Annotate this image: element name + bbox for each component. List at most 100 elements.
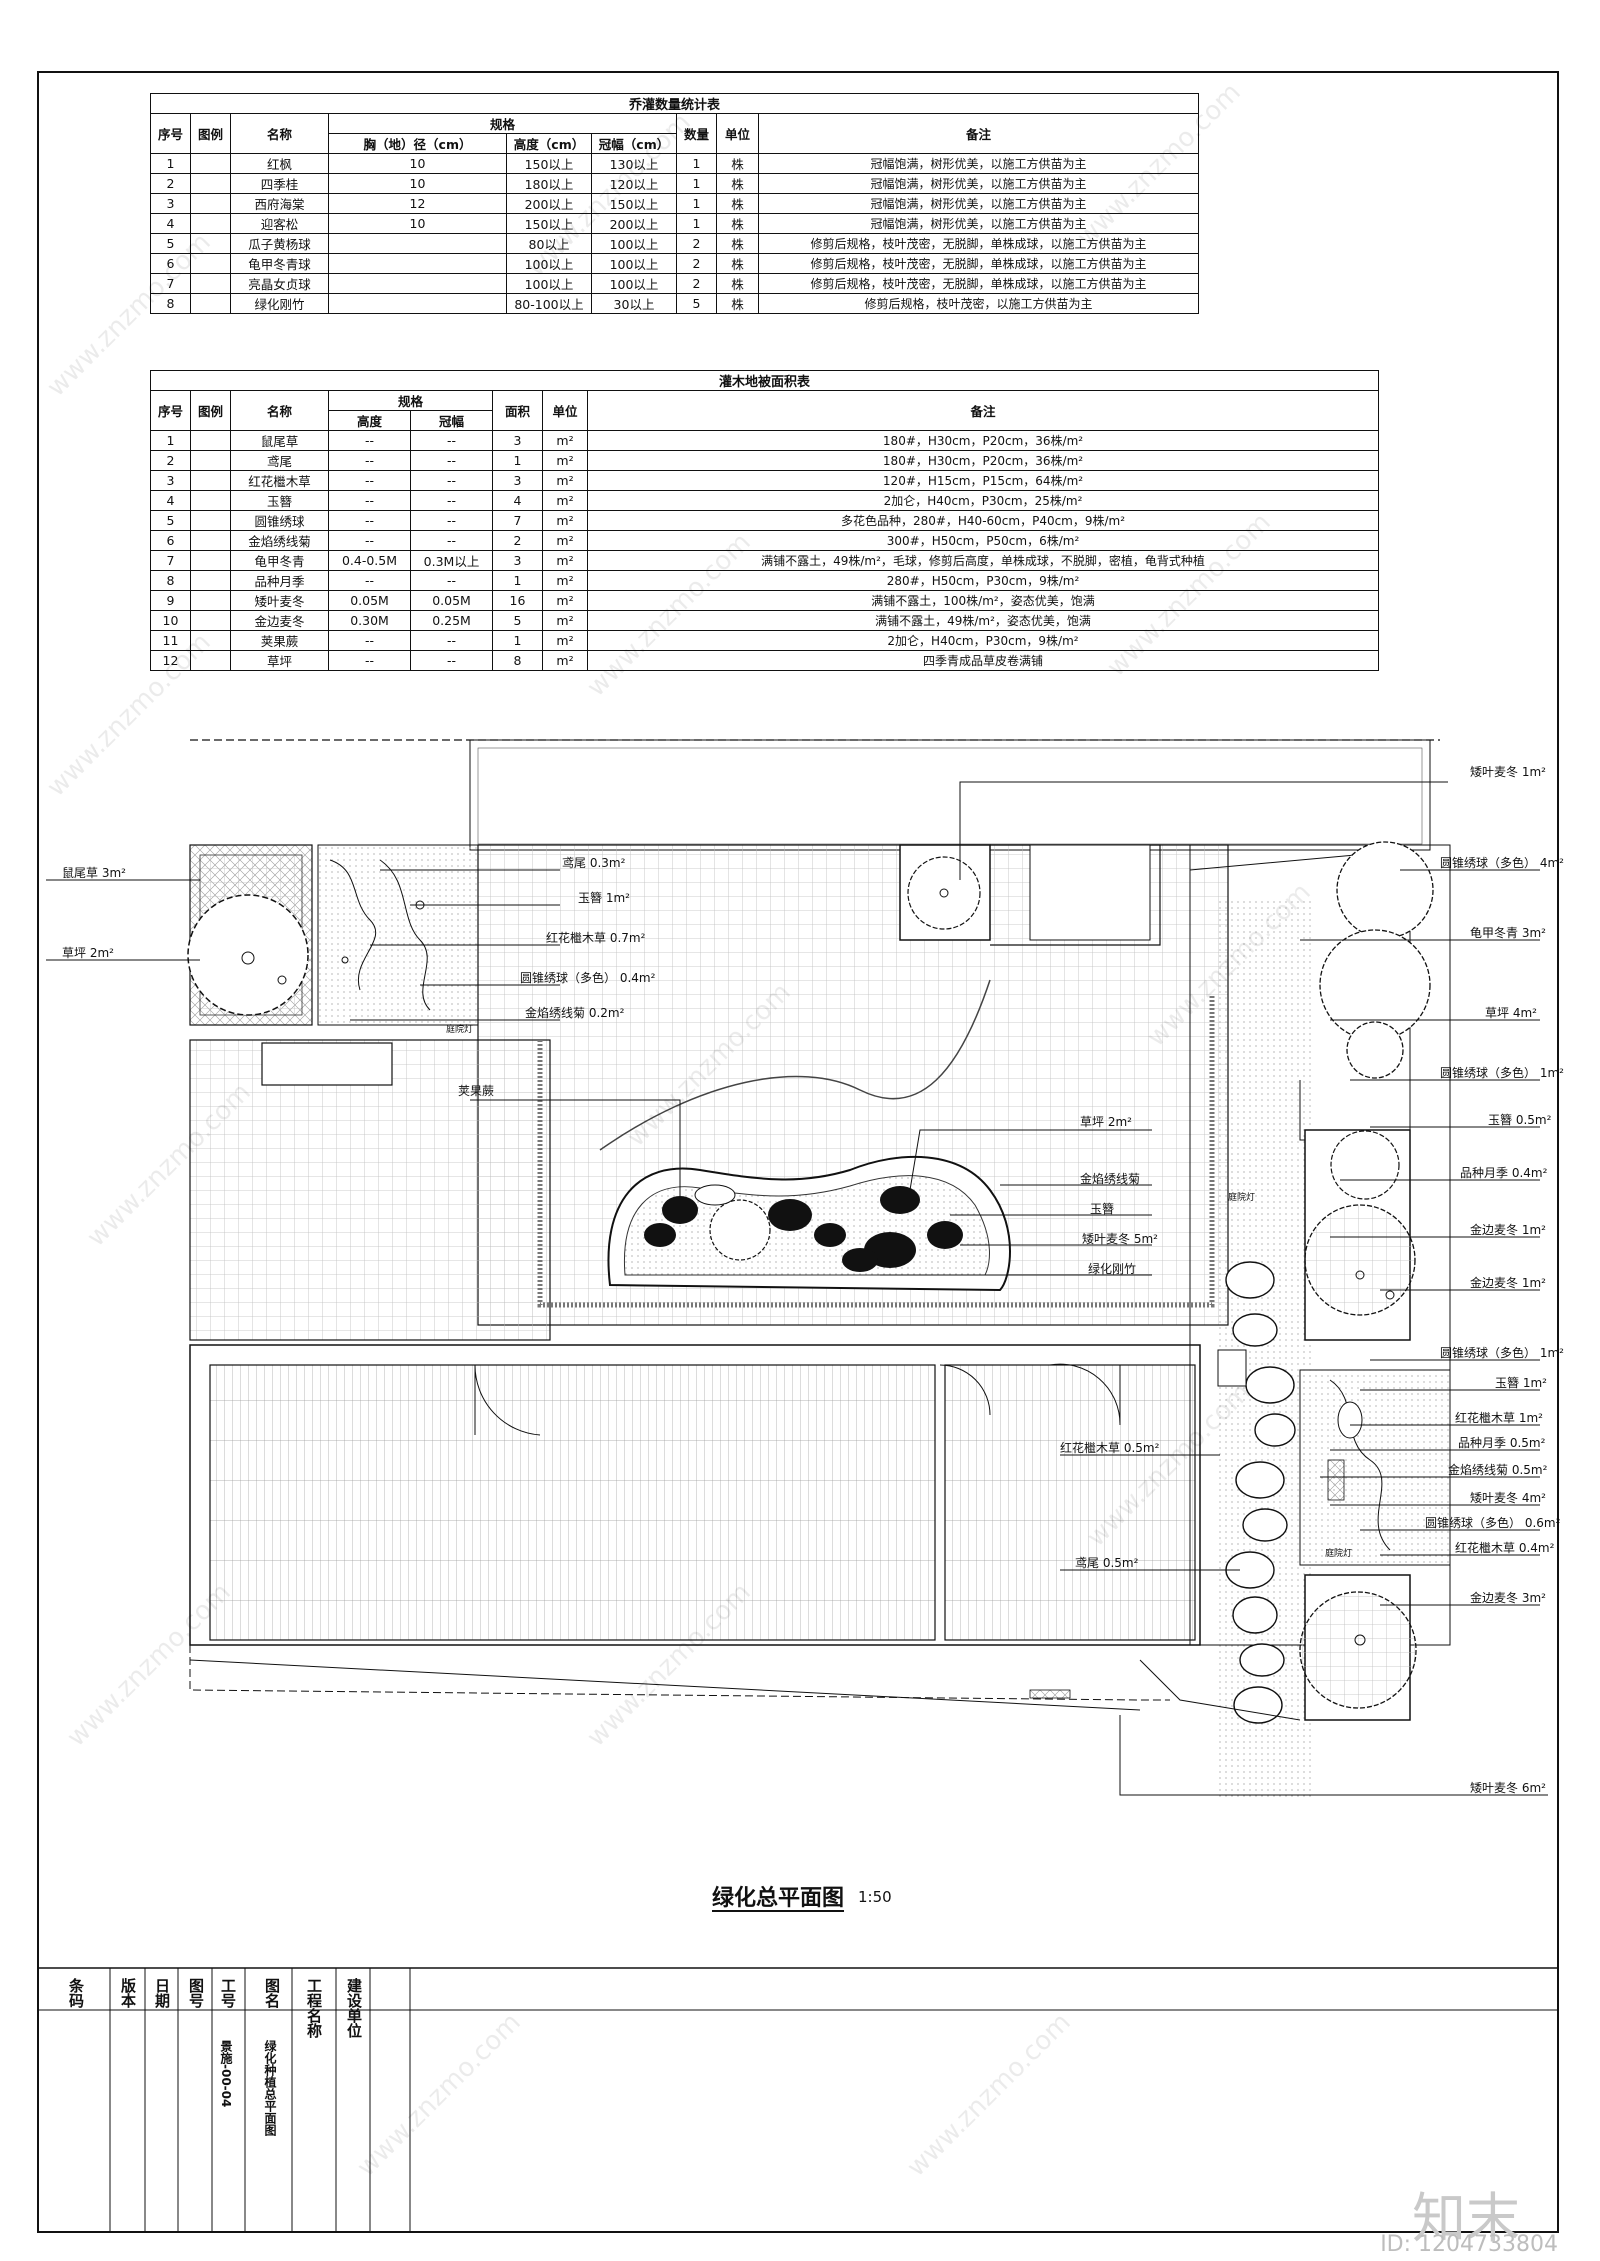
cell-unit: 株 xyxy=(716,293,759,314)
cell-name: 鼠尾草 xyxy=(230,430,329,451)
lamp-label: 庭院灯 xyxy=(1228,1193,1256,1203)
cell-name: 红花檵木草 xyxy=(230,470,329,491)
plan-label: 荚果蕨 xyxy=(458,1084,495,1098)
plan-label: 金边麦冬 3m² xyxy=(1470,1591,1546,1605)
cell-name: 迎客松 xyxy=(230,213,329,234)
th-spec: 规格 xyxy=(328,390,493,411)
cell-crown: -- xyxy=(410,650,493,671)
cell-no: 2 xyxy=(150,173,191,194)
cell-name: 瓜子黄杨球 xyxy=(230,233,329,254)
th-height: 高度 xyxy=(328,410,411,431)
cell-no: 4 xyxy=(150,213,191,234)
cell-unit: m² xyxy=(542,610,588,631)
cell-unit: 株 xyxy=(716,193,759,214)
cell-name: 圆锥绣球 xyxy=(230,510,329,531)
cell-no: 5 xyxy=(150,510,191,531)
cell-remark: 满铺不露土，100株/m²，姿态优美，饱满 xyxy=(586,590,1380,611)
cell-name: 龟甲冬青 xyxy=(230,550,329,571)
cell-unit: m² xyxy=(542,550,588,571)
cell-legend xyxy=(190,470,231,491)
cell-qty: 2 xyxy=(676,233,717,254)
cell-height: -- xyxy=(328,630,411,651)
title-block-grid xyxy=(109,1968,411,2232)
cell-dbh: 10 xyxy=(328,213,507,234)
cell-dbh: 12 xyxy=(328,193,507,214)
plan-label: 红花檵木草 1m² xyxy=(1455,1411,1543,1425)
cell-height: 0.30M xyxy=(328,610,411,631)
leader-lines xyxy=(46,781,1548,1796)
cell-remark: 修剪后规格，枝叶茂密，无脱脚，单株成球，以施工方供苗为主 xyxy=(758,233,1199,254)
cell-height: 0.4-0.5M xyxy=(328,550,411,571)
th-crown: 冠幅 xyxy=(410,410,493,431)
cell-crown: -- xyxy=(410,430,493,451)
cell-area: 8 xyxy=(492,650,543,671)
cell-legend xyxy=(190,273,231,294)
cell-unit: m² xyxy=(542,450,588,471)
cell-remark: 冠幅饱满，树形优美，以施工方供苗为主 xyxy=(758,173,1199,194)
tb-version: 版本 xyxy=(119,1978,137,2008)
cell-height: -- xyxy=(328,450,411,471)
plan-label: 玉簪 xyxy=(1090,1202,1115,1216)
cell-qty: 1 xyxy=(676,173,717,194)
plan-label: 品种月季 0.4m² xyxy=(1460,1166,1548,1180)
cell-unit: m² xyxy=(542,490,588,511)
cell-unit: m² xyxy=(542,430,588,451)
cell-dbh xyxy=(328,233,507,254)
cell-height: 150以上 xyxy=(506,153,592,174)
plan-label: 金焰绣线菊 0.2m² xyxy=(525,1006,625,1020)
cell-crown: 30以上 xyxy=(591,293,677,314)
tb-drawing-no: 图号 xyxy=(187,1978,205,2008)
cell-crown: -- xyxy=(410,470,493,491)
cell-qty: 1 xyxy=(676,213,717,234)
cell-no: 9 xyxy=(150,590,191,611)
cell-area: 2 xyxy=(492,530,543,551)
cell-no: 6 xyxy=(150,530,191,551)
garden-plan xyxy=(187,739,1451,1800)
cell-name: 红枫 xyxy=(230,153,329,174)
cell-height: -- xyxy=(328,430,411,451)
plan-label: 金焰绣线菊 0.5m² xyxy=(1448,1463,1548,1477)
cell-unit: m² xyxy=(542,530,588,551)
plan-label: 矮叶麦冬 6m² xyxy=(1470,1781,1546,1795)
cell-height: -- xyxy=(328,570,411,591)
cell-crown: -- xyxy=(410,630,493,651)
cell-dbh xyxy=(328,293,507,314)
cell-remark: 冠幅饱满，树形优美，以施工方供苗为主 xyxy=(758,213,1199,234)
plan-label: 绿化刚竹 xyxy=(1088,1262,1137,1276)
th-spec: 规格 xyxy=(328,113,677,134)
cell-legend xyxy=(190,153,231,174)
cell-crown: 0.3M以上 xyxy=(410,550,493,571)
cell-name: 亮晶女贞球 xyxy=(230,273,329,294)
tb-drawing-name-value: 绿化种植总平面图 xyxy=(263,2040,277,2136)
cell-remark: 修剪后规格，枝叶茂密，无脱脚，单株成球，以施工方供苗为主 xyxy=(758,273,1199,294)
th-remark: 备注 xyxy=(758,113,1199,154)
th-no: 序号 xyxy=(150,390,191,431)
tb-project-name: 工程名称 xyxy=(305,1978,323,2038)
cell-no: 8 xyxy=(150,293,191,314)
plan-label: 鸢尾 0.5m² xyxy=(1075,1556,1139,1570)
cell-height: 100以上 xyxy=(506,273,592,294)
lamp-label: 庭院灯 xyxy=(446,1025,474,1035)
cell-remark: 冠幅饱满，树形优美，以施工方供苗为主 xyxy=(758,193,1199,214)
cell-no: 1 xyxy=(150,153,191,174)
plan-label: 红花檵木草 0.7m² xyxy=(546,931,646,945)
cell-remark: 修剪后规格，枝叶茂密，以施工方供苗为主 xyxy=(758,293,1199,314)
cell-unit: 株 xyxy=(716,253,759,274)
th-qty: 数量 xyxy=(676,113,717,154)
cell-name: 金焰绣线菊 xyxy=(230,530,329,551)
cell-crown: 200以上 xyxy=(591,213,677,234)
plan-label: 玉簪 0.5m² xyxy=(1488,1113,1552,1127)
cell-qty: 1 xyxy=(676,153,717,174)
